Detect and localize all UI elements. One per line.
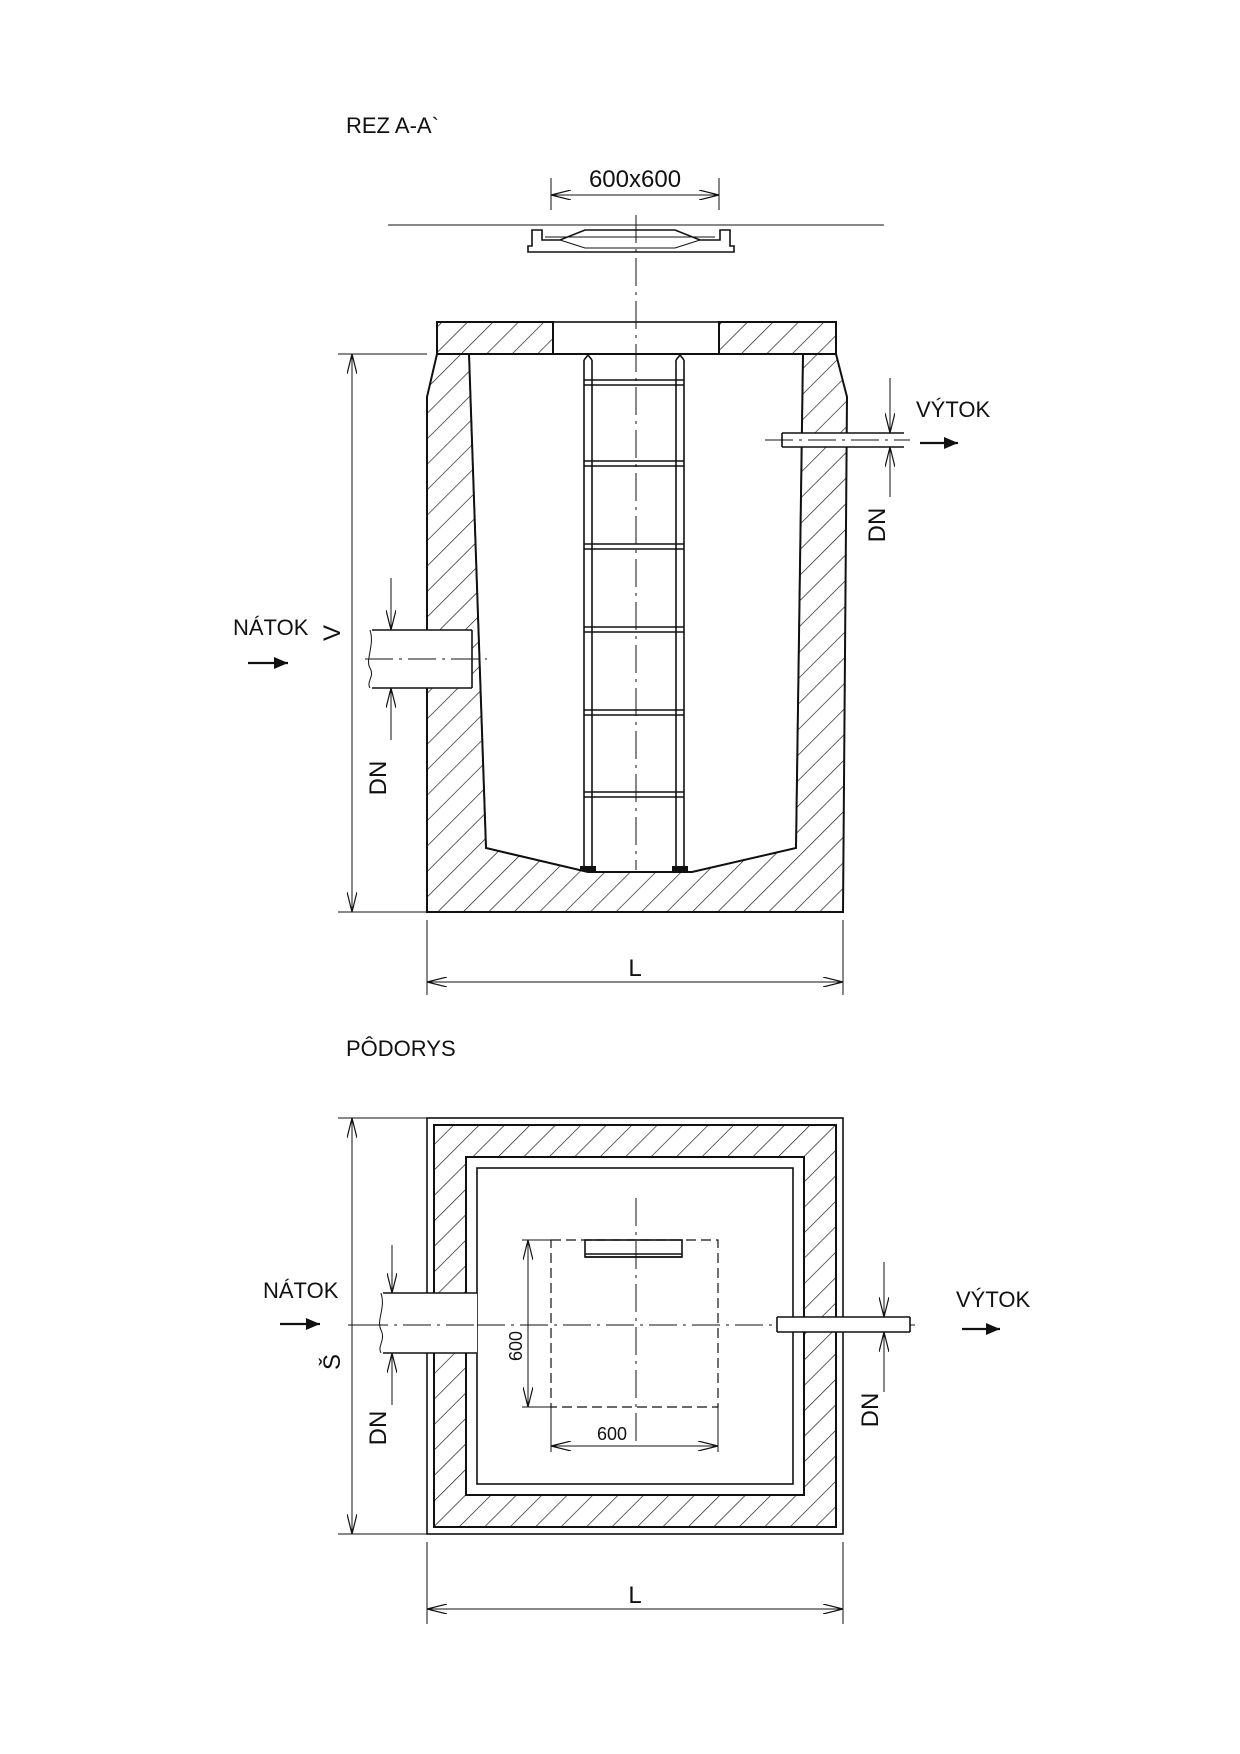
height-label: V <box>319 625 346 641</box>
manhole-cover <box>527 229 735 253</box>
opening-width-label: 600 <box>597 1424 627 1444</box>
length-label-section: L <box>628 955 641 982</box>
outlet-dn-label-plan: DN <box>857 1393 884 1428</box>
opening-height-label: 600 <box>506 1331 526 1361</box>
cover-dimension: 600x600 <box>550 166 720 210</box>
length-label-plan: L <box>628 1582 641 1609</box>
outlet-pipe-plan <box>776 1316 911 1333</box>
outlet-dn-dimension: DN <box>864 378 900 542</box>
plan-title: PÔDORYS <box>346 1036 456 1061</box>
plan-view: PÔDORYS DN <box>263 1036 1031 1624</box>
plan-ladder <box>584 1239 683 1258</box>
top-slab-right <box>718 321 837 355</box>
plan-opening <box>550 1239 719 1408</box>
outlet-label-section: VÝTOK <box>916 397 991 422</box>
top-slab-left <box>436 321 554 355</box>
inlet-label-plan: NÁTOK <box>263 1278 339 1303</box>
inlet-dn-dimension: DN <box>365 578 400 795</box>
opening-width-dimension: 600 <box>550 1407 719 1452</box>
inlet-pipe-plan <box>360 1292 490 1354</box>
height-dimension: V <box>319 353 427 913</box>
inlet-dn-dimension-plan: DN <box>365 1245 400 1445</box>
inlet-dn-label: DN <box>365 761 392 796</box>
section-view: REZ A-A` 600x600 <box>233 113 991 995</box>
inlet-pipe-section <box>365 629 487 689</box>
length-dimension-plan: L <box>426 1542 844 1624</box>
inlet-dn-label-plan: DN <box>365 1411 392 1446</box>
opening-height-dimension: 600 <box>506 1239 551 1408</box>
outlet-pipe-section <box>765 432 910 448</box>
plan-wall <box>433 1124 837 1528</box>
section-title: REZ A-A` <box>346 113 439 138</box>
plan-inner-floor <box>476 1167 794 1485</box>
inner-wall-line <box>468 353 804 873</box>
inlet-label-section: NÁTOK <box>233 615 309 640</box>
outlet-dn-dimension-plan: DN <box>857 1262 893 1427</box>
cover-dim-label: 600x600 <box>589 166 681 193</box>
outlet-label-plan: VÝTOK <box>956 1287 1031 1312</box>
width-label: Š <box>318 1354 346 1370</box>
length-dimension-section: L <box>426 920 844 995</box>
outlet-dn-label: DN <box>864 508 891 543</box>
width-dimension: Š <box>318 1117 427 1535</box>
ladder <box>580 353 688 871</box>
